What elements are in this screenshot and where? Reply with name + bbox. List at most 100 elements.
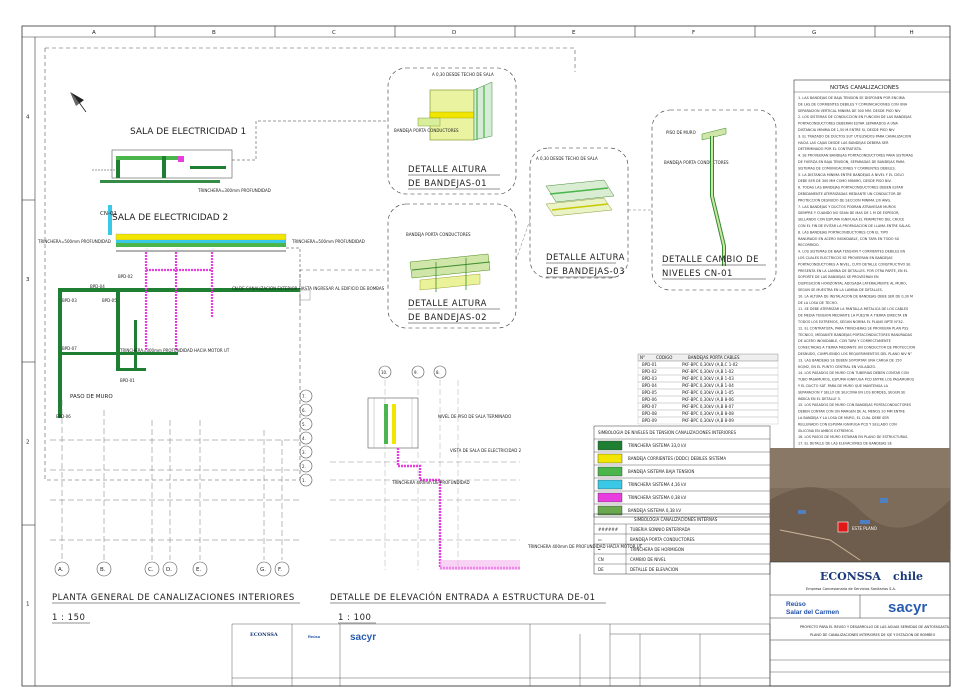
note-line: 5. LA DISTANCIA MINIMA ENTRE BANDEJAS A … [798,173,904,177]
note-line: DETERMINADO POR EL CONTRATISTA. [798,147,862,151]
legend-symbols-title: SIMBOLOGIA CANALIZACIONES INTERNAS [634,517,718,522]
axis-bubble-label: F. [278,567,282,573]
note-line: 8. LAS BANDEJAS PORTACONDUCTORES CON EL … [798,230,889,234]
tray-table-cell: BPD-06 [642,397,657,402]
note-line: DEBE SER DE 300 MM COMO MINIMO, DESDE PI… [798,179,891,183]
cn-marker: CN-01 [100,211,117,217]
elev-trinchera2-label: TRINCHERA 400mm DE PROFUNDIDAD HACIA MOT… [527,544,643,549]
detail-01-drawing [417,81,493,141]
axis-bubble [256,561,272,577]
client-logo-suffix: chile [893,570,923,583]
legend-level-label: BANDEJA SISTEMA BAJA TENSION [628,469,694,474]
note-line: PORTACONDUCTORES A NIVEL, CUYO DETALLE C… [798,262,911,266]
legend-level-label: TRINCHERA SISTEMA 33,0 kV [627,443,687,448]
detail-03-label: A 0,30 DESDE TECHO DE SALA [536,156,598,161]
elevation-drawing [330,380,520,570]
axis-bubble-label: D. [166,567,172,573]
trinchera-left-label: TRINCHERA=500mm PROFUNDIDAD [37,239,111,244]
strip-partner2-logo: sacyr [350,632,376,643]
canalizacion-label: CN DE CANALIZACION EXTERIOR HASTA INGRES… [232,286,385,291]
elev-bubble [411,365,425,379]
elev-bubble-label: 5. [302,422,306,427]
note-line: PROTECCION DESNUDO DE SECCION MINIMA 2/0… [798,198,891,202]
legend-level-label: TRINCHERA SISTEMA 4,16 kV [627,482,687,487]
legend-symbols: SIMBOLOGIA CANALIZACIONES INTERNAS######… [593,513,771,575]
legend-level-label: TRINCHERA SISTEMA 0,38 kV [627,495,687,500]
tray-table-cell: PKF-BPC 0,30kV (A,B 1-05 [682,390,734,395]
client-logo: ECONSSA [820,570,881,583]
axis-bubble-label: G. [260,567,266,573]
bpd-label: BPD-02 [118,274,133,279]
note-line: TUBO PASAMUROS, ESPUMA IGNIFUGA PCD ENTR… [797,378,914,382]
tray-table-cell: BPD-09 [642,418,657,423]
tray-table-cell: PKF-BPC 0,30kV (A,B 8-08 [682,411,734,416]
bpd-label: BPD-06 [56,414,71,419]
note-line: 7. LAS BANDEJAS Y DUCTOS PODRAN ATRAVESA… [798,205,896,209]
partner2-logo: sacyr [888,599,927,616]
note-line: 15. LOS PASADOS DE MURO CON BANDEJAS POR… [798,403,911,407]
elev-trinchera1-label: TRINCHERA 400mm DE PROFUNDIDAD [391,480,470,485]
detail-cn01-frame [651,109,777,291]
column-label: C [332,30,336,36]
trinchera-right-label: TRINCHERA=500mm PROFUNDIDAD [291,239,365,244]
note-line: DISTANCIA MINIMA DE 1,50 M ENTRE SI, DES… [798,128,895,132]
legend-voltage-levels: SIMBOLOGIA DE NIVELES DE TENSION CANALIZ… [593,425,771,518]
elevation-scale: 1 : 100 [338,613,371,623]
detail-02-tray-label: BANDEJA PORTA CONDUCTORES [406,232,471,237]
legend-symbol-label: TRINCHERA DE HORMIGON [629,547,684,552]
location-map [770,448,950,562]
axis-bubble [162,561,178,577]
elev-bubble-label: 4. [302,436,306,441]
column-label: D [452,30,456,36]
tray-table-cell: PKF-BPC 0,30kV (A,B 1-03 [682,376,734,381]
revision-strip [231,623,771,687]
detail-01-label: A 0,30 DESDE TECHO DE SALA [432,72,494,77]
note-line: DE ACERO INOXIDABLE, CON TAPA Y CORRECTA… [798,339,891,343]
elev-bubble [299,445,313,459]
legend-symbol: DE [598,567,604,572]
drawing-name: PLANO DE CANALIZACIONES INTERIORES DE S/… [810,633,936,637]
detail-01-frame [387,67,517,195]
column-label: G [812,30,816,36]
tray-table-cell: PKF-BPC 0,30kV (A,B 8-09 [682,418,734,423]
note-line: SEGUN SE MUESTRA EN LA LAMINA DE DETALLE… [798,288,883,292]
note-line: KG/M2, EN EL PUNTO CENTRAL EN VOLADIZO. [798,365,876,369]
legend-swatch [597,479,623,490]
note-line: LA BANDEJA Y LA LOSA DE MURO, EL CUAL DE… [798,416,889,420]
note-line: 14. LOS PASADOS DE MURO CON TUBERIAS DEB… [798,371,909,375]
note-line: LOS CUALES ELECTRICOS SE PROVEERAN EN BA… [798,256,893,260]
partner1-line2: Salar del Carmen [786,609,839,616]
project-name: PROYECTO PARA EL REUSO Y DESARROLLO DE L… [800,625,950,629]
note-line: 6. TODAS LAS BANDEJAS PORTACONDUCTORES D… [798,186,904,190]
column-label: A [92,30,96,36]
note-line: 9. LOS SISTEMAS DE BAJA TENSION Y CORRIE… [798,250,905,254]
note-line: SOPORTE DE LAS BANDEJAS SE PROVEERAN EN [798,275,879,279]
note-line: SELLANDO CON ESPUMA IGNIFUGA EL PERIMETR… [798,218,904,222]
note-line: SEPARACION Y SELLO DE SILICONA EN LOS BO… [798,390,905,394]
note-line: DE LAS DE CORRIENTES DEBILES Y COMUNICAC… [798,102,908,106]
elev-bubble [433,365,447,379]
detail-03-drawing [545,179,615,217]
tray-table-cell: BPD-01 [642,362,657,367]
tray-table-cell: BPD-07 [642,404,657,409]
note-line: RECORRIDO. [798,243,819,247]
cn01-title-2: NIVELES CN-01 [662,269,733,279]
tray-table-cell: PKF-BPC 0,30kV (A,B 8-07 [682,404,734,409]
detail-02-frame [387,203,517,329]
tray-table-header: BANDEJAS PORTA CABLES [688,355,740,360]
axis-bubble [192,561,208,577]
legend-symbol-label: BANDEJA PORTA CONDUCTORES [630,537,695,542]
client-subtitle: Empresa Concesionaria de Servicios Sanit… [806,587,896,591]
elev-bubble [299,459,313,473]
legend-symbol: ═ [597,547,601,552]
legend-swatch [597,466,623,477]
note-line: HACIA LAS CAJAS DESDE LAS BANDEJAS DEBER… [798,141,889,145]
note-line: PRESENTA EN LA LAMINA DE DETALLES. POR O… [798,269,908,273]
detail-cn01-drawing [701,127,727,266]
room1-title: SALA DE ELECTRICIDAD 1 [130,127,246,137]
room2-yellow-tray [115,233,287,241]
strip-partner1-logo: Reúso [308,634,321,639]
axis-bubble [54,561,70,577]
